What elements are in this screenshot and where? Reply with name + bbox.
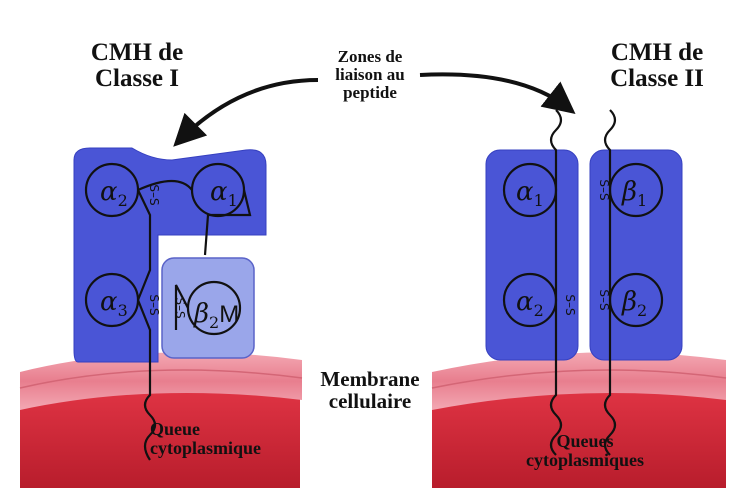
class2-cytoplasm (432, 388, 726, 488)
membrane-midline (431, 369, 727, 389)
class1-membrane (20, 352, 302, 410)
binding-zones-line3: peptide (343, 82, 397, 102)
class1-heavy-chain: S–S S–S α2 α1 α3 (73, 147, 267, 461)
arrow-to-class2 (419, 72, 576, 114)
class2-title-line1: CMH de (610, 39, 704, 66)
class2-title-line2: Classe II (610, 65, 704, 93)
class1-cell (19, 352, 303, 488)
class2-beta-top (603, 109, 617, 190)
class2-alpha-chain: S–S α1 α2 (485, 109, 579, 456)
disulfide-alpha3: S–S (147, 294, 161, 315)
binding-zones-line2: liaison au (335, 64, 405, 84)
class2-title: CMH de Classe II (582, 39, 732, 93)
tails-plural-line1: Queues (556, 431, 614, 451)
binding-zones-label: Zones de liaison au peptide (315, 48, 425, 102)
tails-plural-label: Queues cytoplasmiques (505, 432, 665, 470)
class1-title-line2: Classe I (94, 65, 180, 93)
disulfide-class2-alpha2: S–S (563, 294, 577, 315)
tails-plural-line2: cytoplasmiques (525, 449, 644, 470)
class2-beta-tail (603, 300, 617, 456)
tail-single-line2: cytoplasmique (150, 437, 262, 458)
class2-cell (431, 352, 727, 488)
class1-tail (136, 299, 157, 461)
membrane-line1: Membrane (320, 367, 420, 391)
class1-cytoplasm (20, 388, 300, 488)
class2-alpha-tail (549, 300, 563, 456)
membrane-label: Membrane cellulaire (300, 368, 440, 412)
tail-single-line1: Queue (150, 419, 201, 439)
class2-beta-chain: S–S S–S β1 β2 (589, 109, 683, 456)
binding-zones-line1: Zones de (337, 47, 403, 66)
class2-alpha-top (549, 109, 563, 190)
disulfide-b2m: S–S (173, 297, 187, 318)
class2-membrane (432, 352, 726, 410)
class1-title: CMH de Classe I (62, 39, 212, 93)
disulfide-beta1: S–S (597, 179, 611, 200)
tail-single-label: Queue cytoplasmique (150, 420, 300, 458)
disulfide-alpha2: S–S (147, 184, 161, 205)
membrane-line2: cellulaire (328, 389, 412, 414)
class1-title-line1: CMH de (90, 39, 184, 66)
beta2-microglobulin: S–S β2M (161, 257, 255, 359)
disulfide-beta2: S–S (597, 289, 611, 310)
membrane-midline (19, 369, 303, 389)
arrow-to-class1 (173, 78, 319, 147)
